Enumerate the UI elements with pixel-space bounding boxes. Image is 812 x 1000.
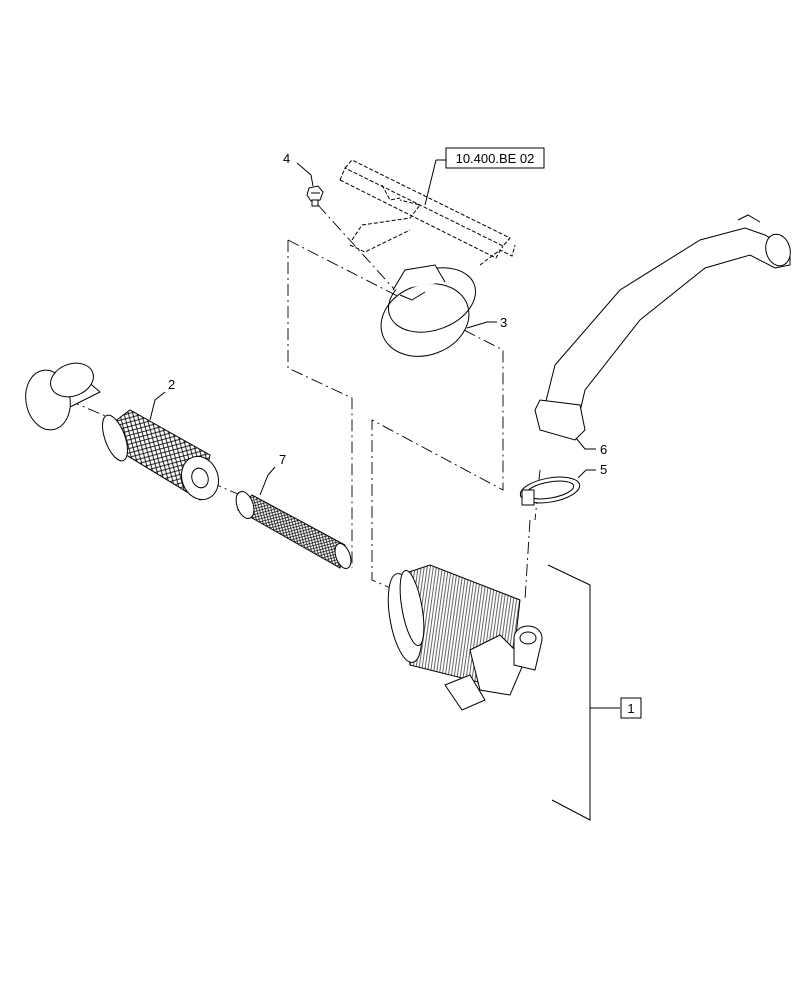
callout-3: 3 <box>500 315 507 330</box>
end-cap-part <box>25 362 101 431</box>
callout-7: 7 <box>279 452 286 467</box>
reference-text: 10.400.BE 02 <box>456 151 535 166</box>
inner-filter-part <box>235 491 352 569</box>
mounting-bracket-reference <box>339 159 516 266</box>
callout-5: 5 <box>600 462 607 477</box>
hose-clamp-part <box>519 476 581 506</box>
callout-2: 2 <box>168 377 175 392</box>
reference-box: 10.400.BE 02 <box>424 147 545 206</box>
air-cleaner-housing-part <box>387 564 543 711</box>
band-clamp-part <box>380 264 477 357</box>
bolt-part <box>306 185 324 207</box>
callout-4: 4 <box>283 151 290 166</box>
callout-leaders <box>149 162 596 496</box>
callout-1-box <box>620 697 642 719</box>
callout-labels: 4 2 7 3 6 5 1 <box>168 151 642 719</box>
intake-tube-part <box>534 214 791 441</box>
callout-6: 6 <box>600 442 607 457</box>
outer-filter-part <box>102 409 220 501</box>
callout-1: 1 <box>627 701 634 716</box>
assembly-bracket <box>547 564 620 821</box>
